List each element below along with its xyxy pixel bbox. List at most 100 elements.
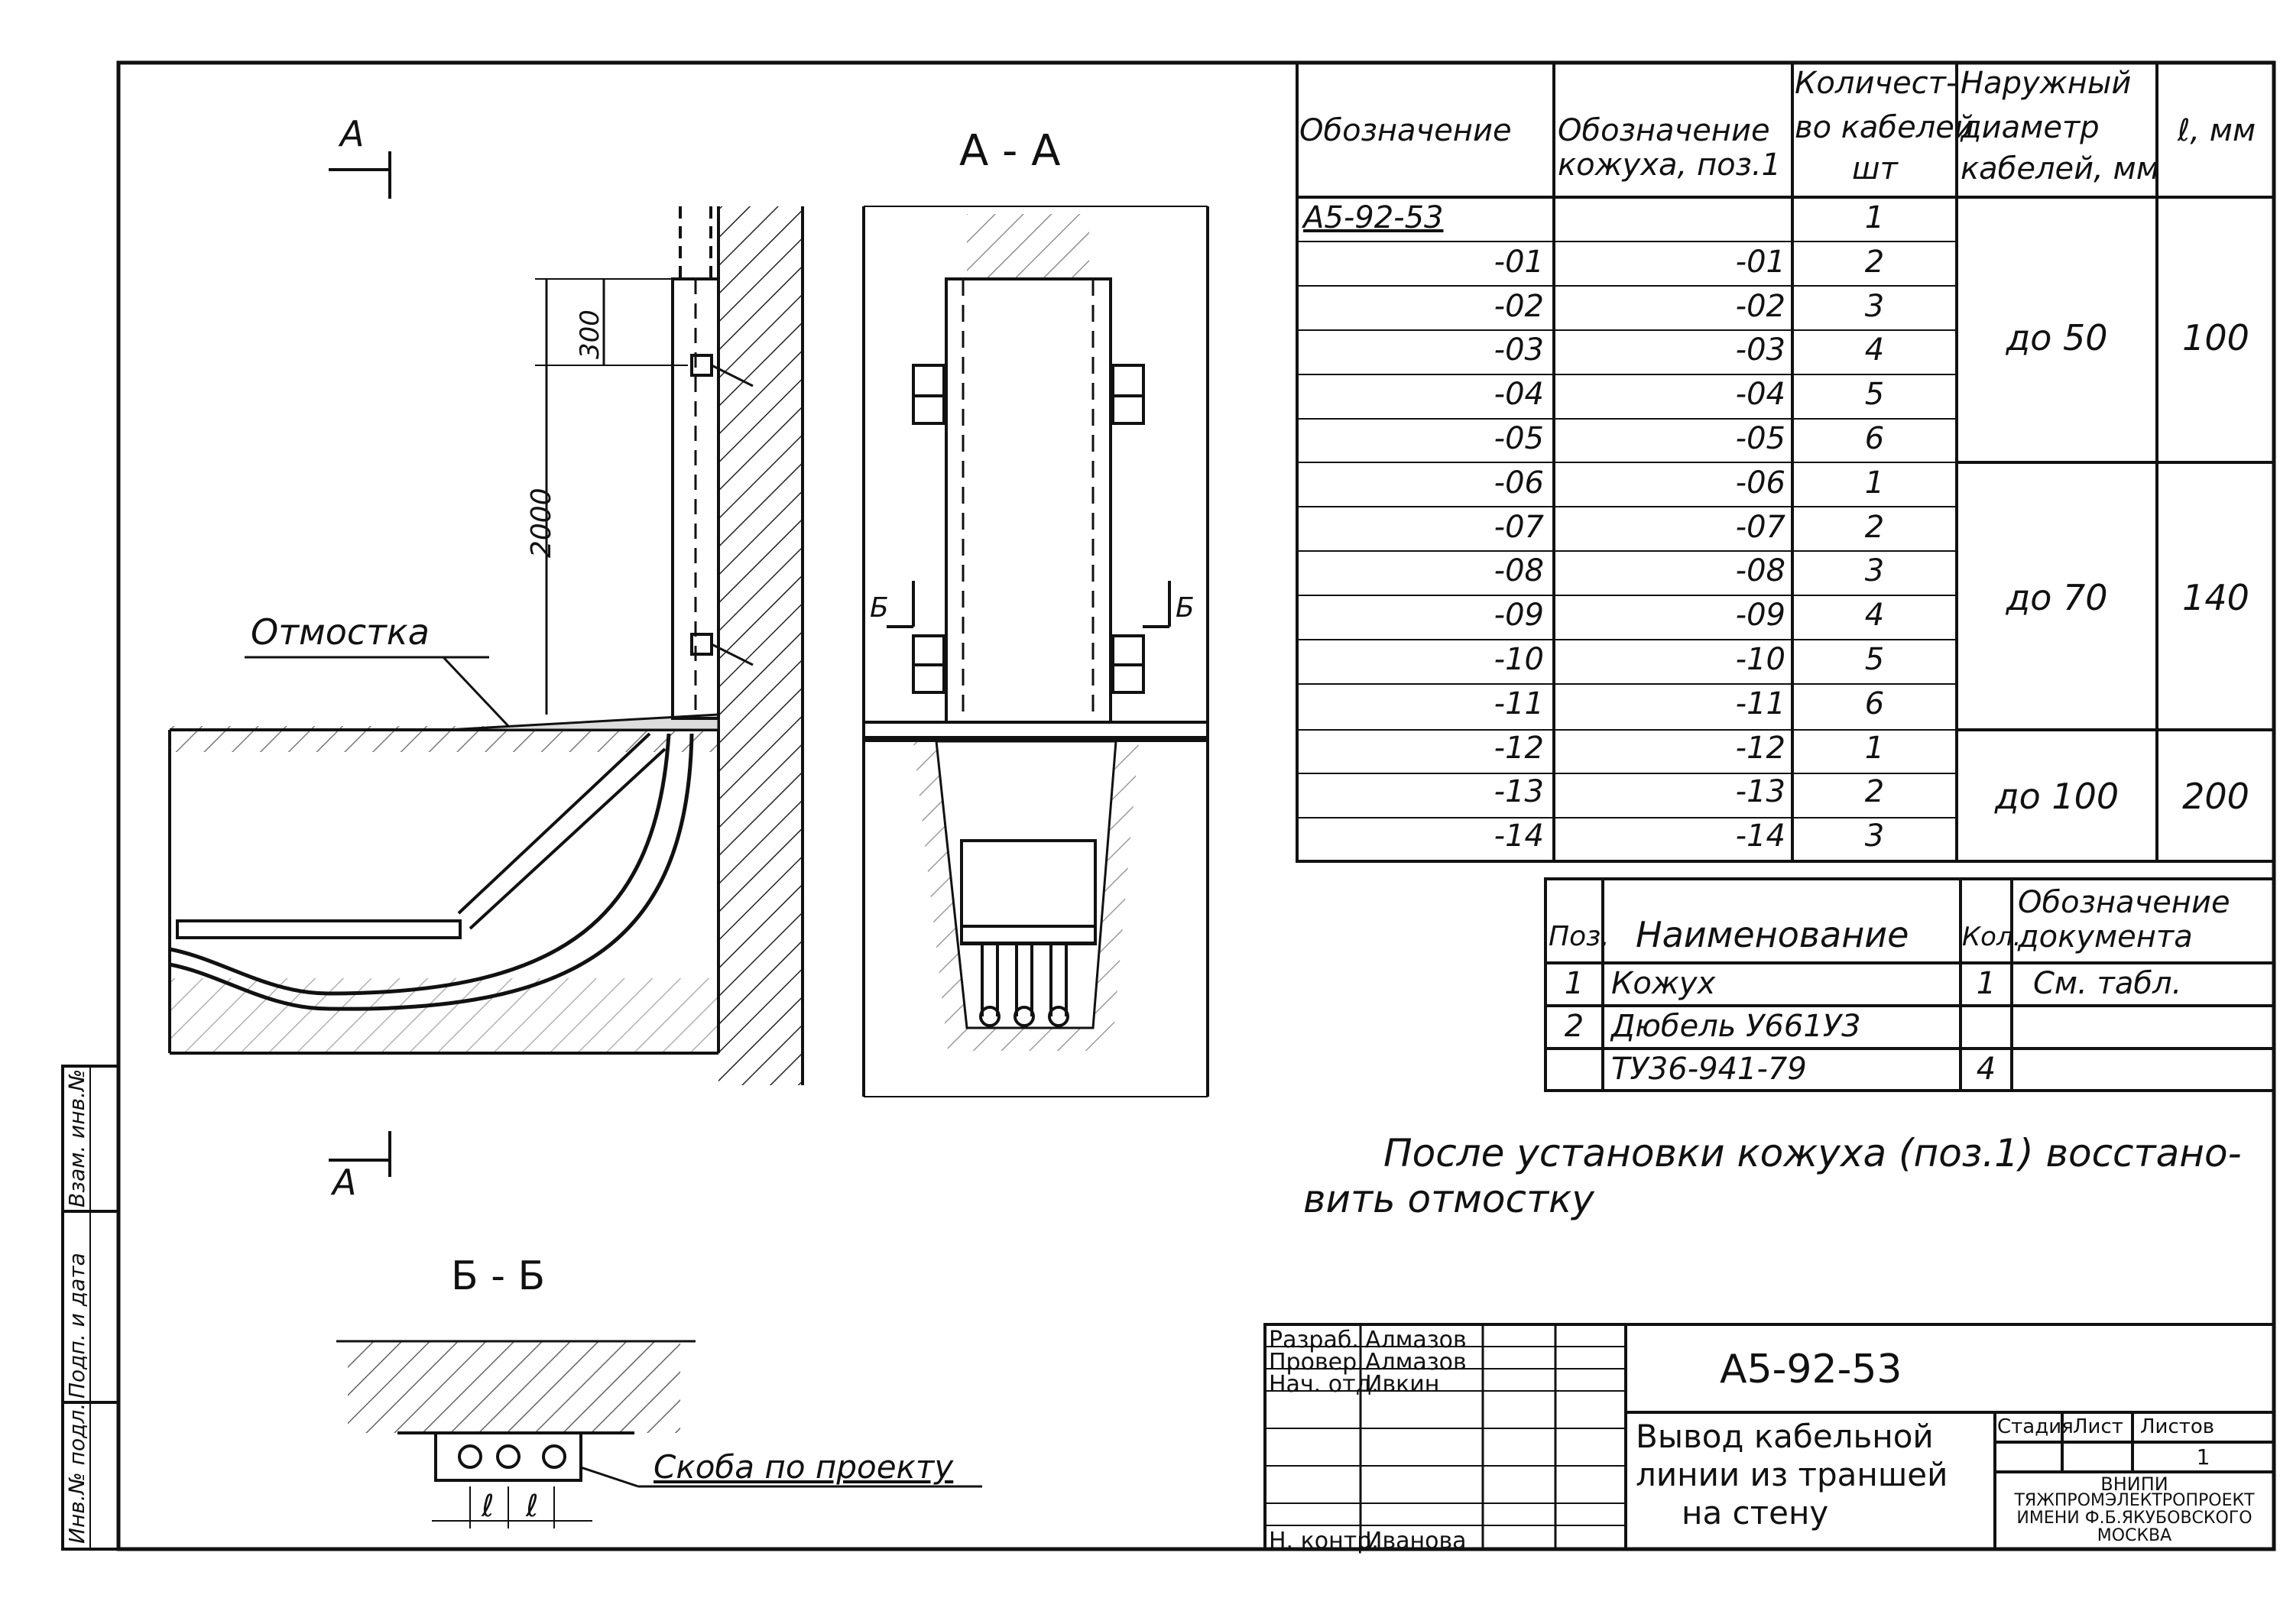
- section-aa-view: [862, 206, 1209, 1097]
- name-norm-control: Иванова: [1365, 1528, 1467, 1554]
- variant-designation: -05: [1494, 421, 1544, 456]
- variant-cable-count: 2: [1864, 774, 1885, 810]
- sheets-count: 1: [2196, 1444, 2210, 1470]
- col-header-count-2: во кабелей: [1795, 110, 1974, 145]
- group-diameter-3: до 100: [1994, 776, 2119, 817]
- role-checker: Провер.: [1269, 1349, 1364, 1376]
- variant-cable-count: 1: [1864, 730, 1885, 766]
- variant-cable-count: 1: [1864, 465, 1885, 501]
- variant-designation: -12: [1494, 730, 1544, 766]
- col-header-count-3: шт: [1852, 151, 1898, 186]
- otmostka-label: Отмостка: [251, 611, 430, 653]
- document-title-2: линии из траншей: [1636, 1456, 1948, 1493]
- variant-cable-count: 4: [1864, 598, 1885, 634]
- col-header-l: ℓ, мм: [2177, 113, 2256, 148]
- spec-row1-name: Кожух: [1611, 966, 1716, 1001]
- stage-header: Стадия: [1997, 1415, 2074, 1438]
- col-header-designation: Обозначение: [1299, 113, 1512, 148]
- variant-designation: -13: [1494, 774, 1544, 810]
- variant-cable-count: 5: [1864, 377, 1885, 413]
- variant-cable-count: 1: [1864, 200, 1885, 235]
- variant-cable-count: 4: [1864, 332, 1885, 368]
- spec-row1-qty: 1: [1976, 966, 1996, 1001]
- variant-casing: -02: [1735, 288, 1785, 324]
- margin-inv-number: Инв.№ подл.: [64, 1402, 89, 1544]
- role-developer: Разраб.: [1269, 1327, 1359, 1353]
- spec-header-doc-2: документа: [2018, 919, 2193, 955]
- note-line-2: вить отмостку: [1303, 1177, 1594, 1221]
- spec-row2-name: Дюбель У661У3: [1611, 1009, 1861, 1044]
- spec-row2-pos: 2: [1564, 1009, 1584, 1044]
- variant-casing: -10: [1735, 642, 1785, 677]
- variant-designation: -08: [1494, 553, 1544, 589]
- note-line-1: После установки кожуха (поз.1) восстано-: [1383, 1131, 2242, 1175]
- dimension-300: 300: [575, 310, 605, 359]
- variant-cable-count: 6: [1864, 421, 1885, 456]
- variant-designation: -03: [1494, 332, 1544, 368]
- spec-header-doc-1: Обозначение: [2018, 885, 2230, 920]
- document-title-3: на стену: [1682, 1494, 1829, 1532]
- variant-designation: -14: [1494, 818, 1544, 854]
- title-block-grid: [1263, 1323, 2275, 1551]
- variant-designation: -04: [1494, 377, 1544, 413]
- title-block-rowlines: [1265, 1346, 1626, 1526]
- group-l-3: 200: [2182, 776, 2249, 817]
- variant-casing: -05: [1735, 421, 1785, 456]
- sheets-header: Листов: [2140, 1415, 2215, 1438]
- variant-designation: -01: [1494, 244, 1544, 280]
- spec-row1-doc: См. табл.: [2033, 966, 2182, 1001]
- variant-designation: -07: [1494, 509, 1544, 545]
- group-diameter-1: до 50: [2006, 317, 2108, 358]
- variant-casing: -09: [1735, 598, 1785, 634]
- dimension-2000: 2000: [526, 488, 557, 558]
- section-mark-bottom: А: [332, 1162, 357, 1203]
- variant-casing: -08: [1735, 553, 1785, 589]
- group-l-1: 100: [2182, 317, 2249, 358]
- name-dept-head: Ивкин: [1365, 1371, 1440, 1398]
- variant-cable-count: 6: [1864, 686, 1885, 721]
- dimension-l-2: ℓ: [526, 1489, 539, 1524]
- side-section-view: [168, 151, 804, 1177]
- variant-casing: -13: [1735, 774, 1785, 810]
- variant-casing: -14: [1735, 818, 1785, 854]
- variant-cable-count: 5: [1864, 642, 1885, 677]
- variant-casing: -04: [1735, 377, 1785, 413]
- skoba-label: Скоба по проекту: [654, 1448, 954, 1486]
- margin-signature-date: Подп. и дата: [64, 1253, 89, 1399]
- spec-row3-name: ТУ36-941-79: [1611, 1052, 1807, 1087]
- col-header-diameter-3: кабелей, мм: [1961, 151, 2159, 186]
- col-header-casing-2: кожуха, поз.1: [1558, 147, 1782, 183]
- sheet-header: Лист: [2073, 1415, 2123, 1438]
- document-code: А5-92-53: [1720, 1347, 1902, 1392]
- spec-row1-pos: 1: [1564, 966, 1584, 1001]
- col-header-casing-1: Обозначение: [1558, 113, 1770, 148]
- variant-cable-count: 2: [1864, 509, 1885, 545]
- org-line-2: ТЯЖПРОМЭЛЕКТРОПРОЕКТ: [2014, 1491, 2255, 1510]
- spec-table-grid: [1544, 877, 2275, 1092]
- variant-casing: -07: [1735, 509, 1785, 545]
- spec-row3-qty: 4: [1976, 1052, 1996, 1087]
- role-norm-control: Н. контр.: [1269, 1528, 1379, 1554]
- variant-casing: -06: [1735, 465, 1785, 501]
- col-header-diameter-2: диаметр: [1961, 110, 2100, 145]
- dimension-l-1: ℓ: [482, 1489, 495, 1524]
- role-dept-head: Нач. отд.: [1269, 1371, 1379, 1398]
- variant-designation: -10: [1494, 642, 1544, 677]
- section-bb-view: [336, 1340, 982, 1528]
- spec-header-pos: Поз.: [1549, 921, 1610, 952]
- variant-designation: -09: [1494, 598, 1544, 634]
- org-line-1: ВНИПИ: [2100, 1473, 2168, 1495]
- spec-header-name: Наименование: [1636, 914, 1909, 955]
- group-l-2: 140: [2182, 577, 2249, 618]
- variant-cable-count: 3: [1864, 288, 1885, 324]
- variant-designation: -06: [1494, 465, 1544, 501]
- name-developer: Алмазов: [1365, 1327, 1467, 1353]
- org-line-3: ИМЕНИ Ф.Б.ЯКУБОВСКОГО: [2016, 1509, 2252, 1528]
- section-mark-top: А: [340, 113, 365, 154]
- document-title-1: Вывод кабельной: [1636, 1418, 1934, 1455]
- section-aa-title: А - А: [959, 126, 1061, 176]
- section-b-mark-left: Б: [870, 592, 889, 624]
- variant-casing: -03: [1735, 332, 1785, 368]
- variant-cable-count: 3: [1864, 553, 1885, 589]
